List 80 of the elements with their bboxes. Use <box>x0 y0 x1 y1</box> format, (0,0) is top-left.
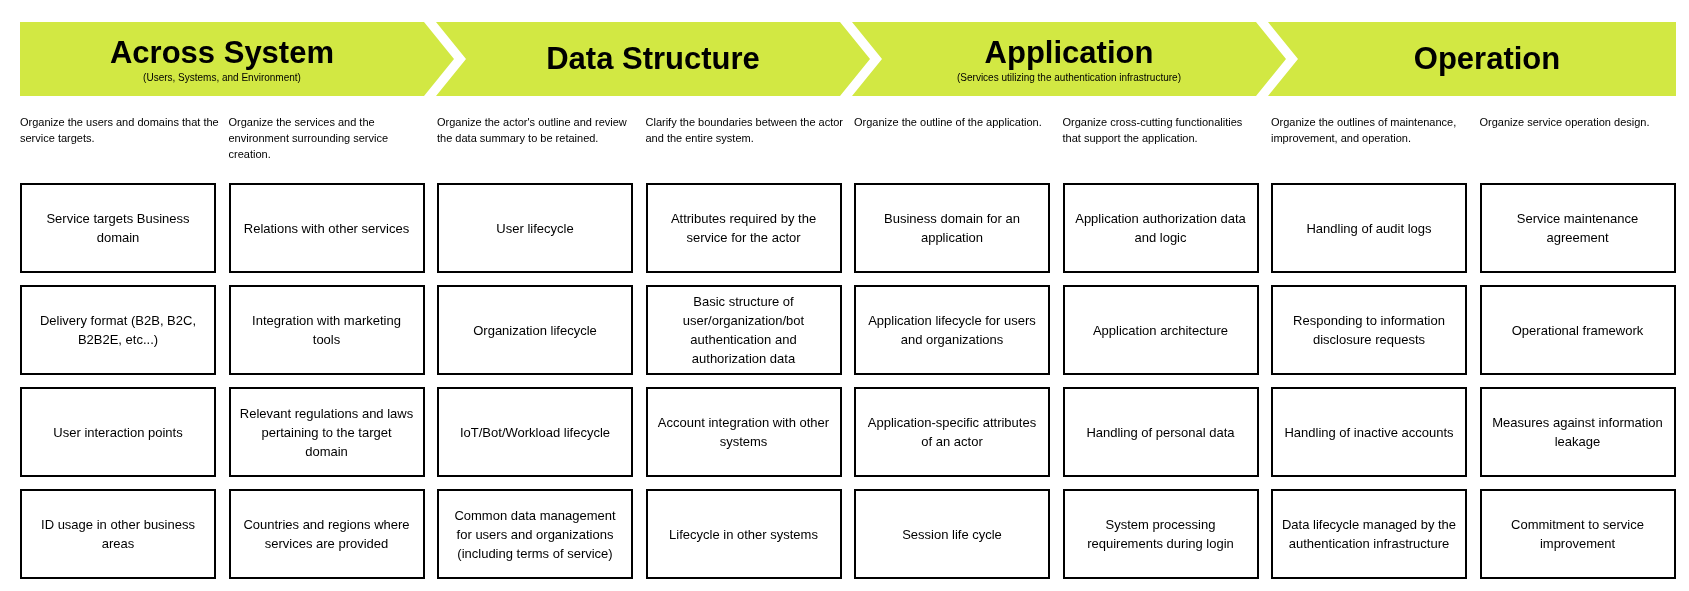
box-label: Relevant regulations and laws pertaining to the target domain <box>238 404 415 461</box>
process-box <box>854 183 1050 273</box>
process-box <box>1479 285 1676 375</box>
column-description: Organize cross-cutting functionalities that support the application. <box>1062 115 1244 146</box>
process-box <box>645 285 842 375</box>
box-label: Basic structure of user/organization/bot authentication and authorization data <box>681 293 806 368</box>
process-box <box>1271 387 1467 477</box>
process-box <box>20 489 216 579</box>
box-label: Common data management for users and organizations (including terms of service) <box>453 506 617 563</box>
process-box <box>1271 285 1467 375</box>
box-label: Service targets Business domain <box>45 210 191 247</box>
process-box <box>645 387 842 477</box>
process-box <box>854 285 1050 375</box>
banner-title: Across System <box>110 34 334 71</box>
column-description: Organize the services and the environment surrounding service creation. <box>228 115 390 162</box>
box-label: IoT/Bot/Workload lifecycle <box>459 423 610 442</box>
box-label: Application authorization data and logic <box>1074 210 1247 247</box>
column-description: Organize the actor's outline and review the data summary to be retained. <box>437 115 628 146</box>
column-description: Organize service operation design. <box>1479 115 1651 130</box>
box-label: Handling of personal data <box>1086 423 1235 442</box>
process-box <box>228 285 425 375</box>
box-label: Relations with other services <box>243 219 410 238</box>
process-box <box>1479 489 1676 579</box>
process-box <box>20 285 216 375</box>
box-label: ID usage in other business areas <box>40 516 196 553</box>
process-box <box>228 387 425 477</box>
box-label: User interaction points <box>53 423 183 442</box>
box-label: System processing requirements during login <box>1086 516 1235 553</box>
box-label: Commitment to service improvement <box>1510 516 1645 553</box>
process-box <box>228 489 425 579</box>
column-description: Clarify the boundaries between the actor and the entire system. <box>645 115 844 146</box>
process-box <box>1479 183 1676 273</box>
process-box <box>437 387 633 477</box>
process-box <box>437 285 633 375</box>
process-box <box>1062 489 1259 579</box>
box-label: Account integration with other systems <box>656 414 831 451</box>
box-label: Application lifecycle for users and organizations <box>867 312 1037 349</box>
banner-subtitle: (Users, Systems, and Environment) <box>143 70 301 84</box>
process-box <box>1062 183 1259 273</box>
box-label: Application-specific attributes of an actor <box>866 414 1038 451</box>
column-description: Organize the outline of the application. <box>854 115 1043 130</box>
process-box <box>645 183 842 273</box>
box-label: Service maintenance agreement <box>1515 210 1640 247</box>
box-label: Data lifecycle managed by the authentication infrastructure <box>1281 516 1457 553</box>
box-label: Lifecycle in other systems <box>669 525 818 544</box>
process-box <box>1479 387 1676 477</box>
process-box <box>437 183 633 273</box>
process-box <box>854 387 1050 477</box>
banner-title: Data Structure <box>546 41 760 77</box>
column-description: Organize the users and domains that the service targets. <box>20 115 220 146</box>
banner-title: Application <box>984 34 1154 71</box>
box-label: Application architecture <box>1092 321 1229 340</box>
process-box <box>228 183 425 273</box>
column-description: Organize the outlines of maintenance, improvement, and operation. <box>1271 115 1458 146</box>
box-label: Integration with marketing tools <box>251 312 402 349</box>
process-box <box>854 489 1050 579</box>
process-box <box>1062 387 1259 477</box>
banner-subtitle: (Services utilizing the authentication infrastructure) <box>957 70 1181 84</box>
box-label: Delivery format (B2B, B2C, B2B2E, etc...) <box>38 312 197 349</box>
box-label: Business domain for an application <box>883 210 1021 247</box>
box-label: Measures against information leakage <box>1491 414 1664 451</box>
banner-title: Operation <box>1413 41 1561 77</box>
box-label: Countries and regions where services are provided <box>242 516 411 553</box>
box-label: Session life cycle <box>902 525 1002 544</box>
box-label: Organization lifecycle <box>473 321 597 340</box>
chevron-banner <box>20 22 454 96</box>
box-label: Operational framework <box>1511 321 1644 340</box>
box-label: Handling of inactive accounts <box>1284 423 1454 442</box>
process-box <box>1271 183 1467 273</box>
process-box <box>1062 285 1259 375</box>
process-box <box>437 489 633 579</box>
process-box <box>1271 489 1467 579</box>
process-box <box>645 489 842 579</box>
chevron-banner <box>1268 22 1676 96</box>
box-label: User lifecycle <box>496 219 574 238</box>
box-label: Handling of audit logs <box>1306 219 1432 238</box>
process-box <box>20 387 216 477</box>
box-label: Attributes required by the service for the actor <box>669 210 818 247</box>
box-label: Responding to information disclosure requests <box>1292 312 1446 349</box>
process-box <box>20 183 216 273</box>
